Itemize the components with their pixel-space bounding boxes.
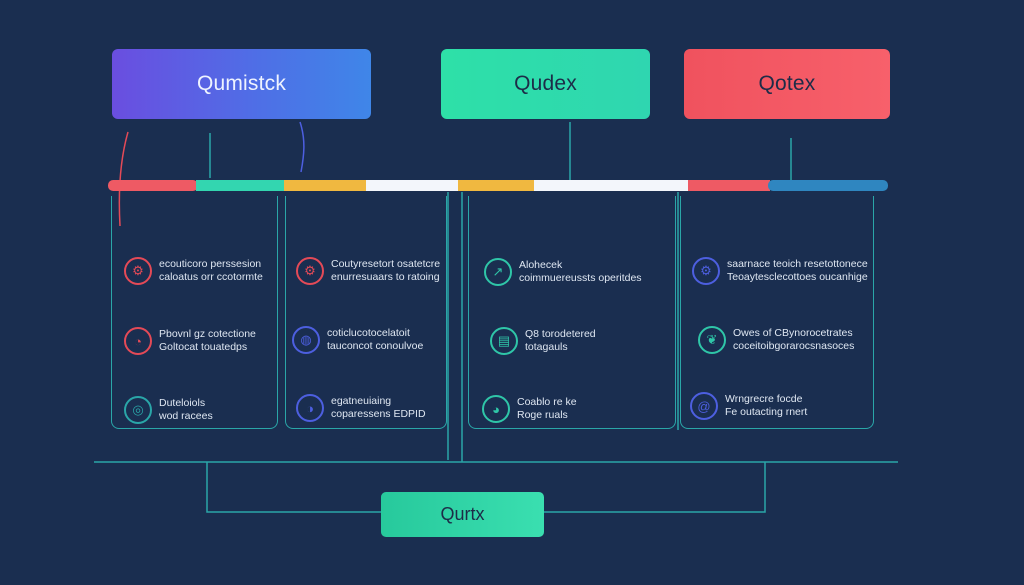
top-box-label: Qudex — [514, 72, 577, 95]
connector-arrow-right — [299, 121, 305, 173]
spiral-icon: @ — [690, 392, 718, 420]
leaf-icon: ❦ — [698, 326, 726, 354]
top-box-qudex[interactable]: Qudex — [441, 49, 650, 119]
globe-icon: ◍ — [292, 326, 320, 354]
bottom-link-left — [206, 462, 381, 513]
gear-icon: ⚙ — [692, 257, 720, 285]
target-icon: ◎ — [124, 396, 152, 424]
bottom-link-right — [544, 462, 766, 513]
top-box-qotex[interactable]: Qotex — [684, 49, 890, 119]
bottom-box-qurtx[interactable]: Qurtx — [381, 492, 544, 537]
top-box-label: Qumistck — [196, 72, 287, 95]
connector-arrow-left — [118, 131, 129, 227]
column-panel-2 — [285, 196, 447, 429]
gear-icon: ⚙ — [124, 257, 152, 285]
column-panel-3 — [468, 196, 676, 429]
timeline-bar — [108, 180, 888, 191]
bottom-box-label: Qurtx — [440, 504, 485, 524]
column-panel-1 — [111, 196, 278, 429]
top-box-label: Qotex — [758, 72, 816, 95]
top-box-qumistck[interactable]: Qumistck — [112, 49, 371, 119]
chart-icon: ◕ — [482, 395, 510, 423]
column-panel-4 — [680, 196, 874, 429]
gear-icon: ⚙ — [296, 257, 324, 285]
document-icon: ▤ — [490, 327, 518, 355]
chart-icon: ◑ — [296, 394, 324, 422]
chart-icon: ◔ — [124, 327, 152, 355]
graph-icon: ↗ — [484, 258, 512, 286]
